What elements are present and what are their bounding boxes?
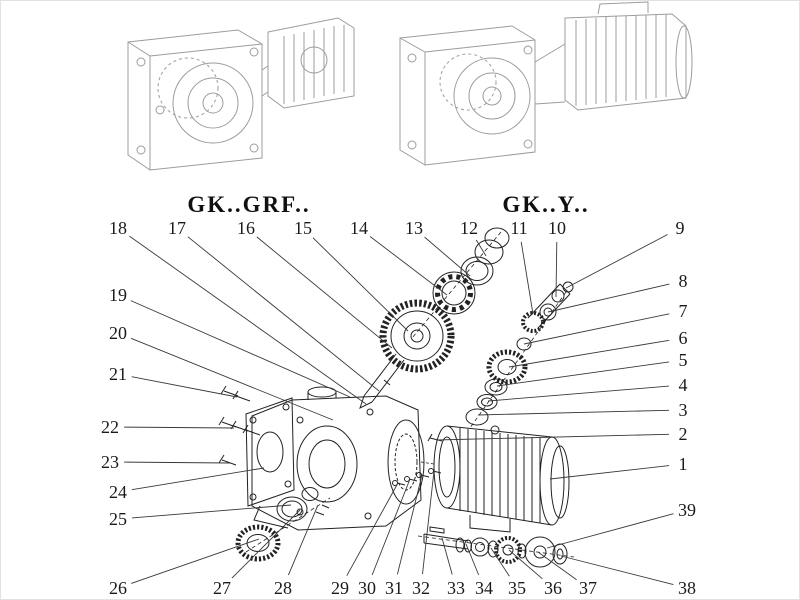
callout-23: 23 <box>101 452 119 472</box>
callout-10: 10 <box>548 218 566 238</box>
callout-36: 36 <box>544 578 562 598</box>
gk-y-assembled-drawing <box>399 1 693 166</box>
callout-14: 14 <box>350 218 368 238</box>
caption-gk-grf: GK..GRF.. <box>187 192 311 217</box>
callout-7: 7 <box>678 301 688 321</box>
callout-28: 28 <box>274 578 292 598</box>
callout-26: 26 <box>109 578 127 598</box>
callout-2: 2 <box>678 424 688 444</box>
callout-18: 18 <box>109 218 127 238</box>
exploded-drawing <box>218 227 575 568</box>
callout-12: 12 <box>460 218 478 238</box>
callout-6: 6 <box>678 328 688 348</box>
callout-13: 13 <box>405 218 423 238</box>
callout-1: 1 <box>678 454 688 474</box>
callout-15: 15 <box>294 218 312 238</box>
callout-leader-lines <box>123 234 674 586</box>
gk-grf-assembled-drawing <box>127 17 355 171</box>
callout-25: 25 <box>109 509 127 529</box>
callout-30: 30 <box>358 578 376 598</box>
callout-31: 31 <box>385 578 403 598</box>
callout-19: 19 <box>109 285 127 305</box>
callout-24: 24 <box>109 482 127 502</box>
callout-5: 5 <box>678 350 688 370</box>
callout-8: 8 <box>678 271 688 291</box>
callout-16: 16 <box>237 218 255 238</box>
callout-17: 17 <box>168 218 186 238</box>
callout-9: 9 <box>675 218 685 238</box>
callout-34: 34 <box>475 578 493 598</box>
callout-32: 32 <box>412 578 430 598</box>
callout-38: 38 <box>678 578 696 598</box>
callout-21: 21 <box>109 364 127 384</box>
callout-4: 4 <box>678 375 688 395</box>
callout-11: 11 <box>510 218 528 238</box>
callout-29: 29 <box>331 578 349 598</box>
caption-gk-y: GK..Y.. <box>502 192 590 217</box>
callout-20: 20 <box>109 323 127 343</box>
callout-39: 39 <box>678 500 696 520</box>
callout-33: 33 <box>447 578 465 598</box>
callout-35: 35 <box>508 578 526 598</box>
callout-27: 27 <box>213 578 231 598</box>
callout-3: 3 <box>678 400 688 420</box>
callout-37: 37 <box>579 578 597 598</box>
callout-22: 22 <box>101 417 119 437</box>
